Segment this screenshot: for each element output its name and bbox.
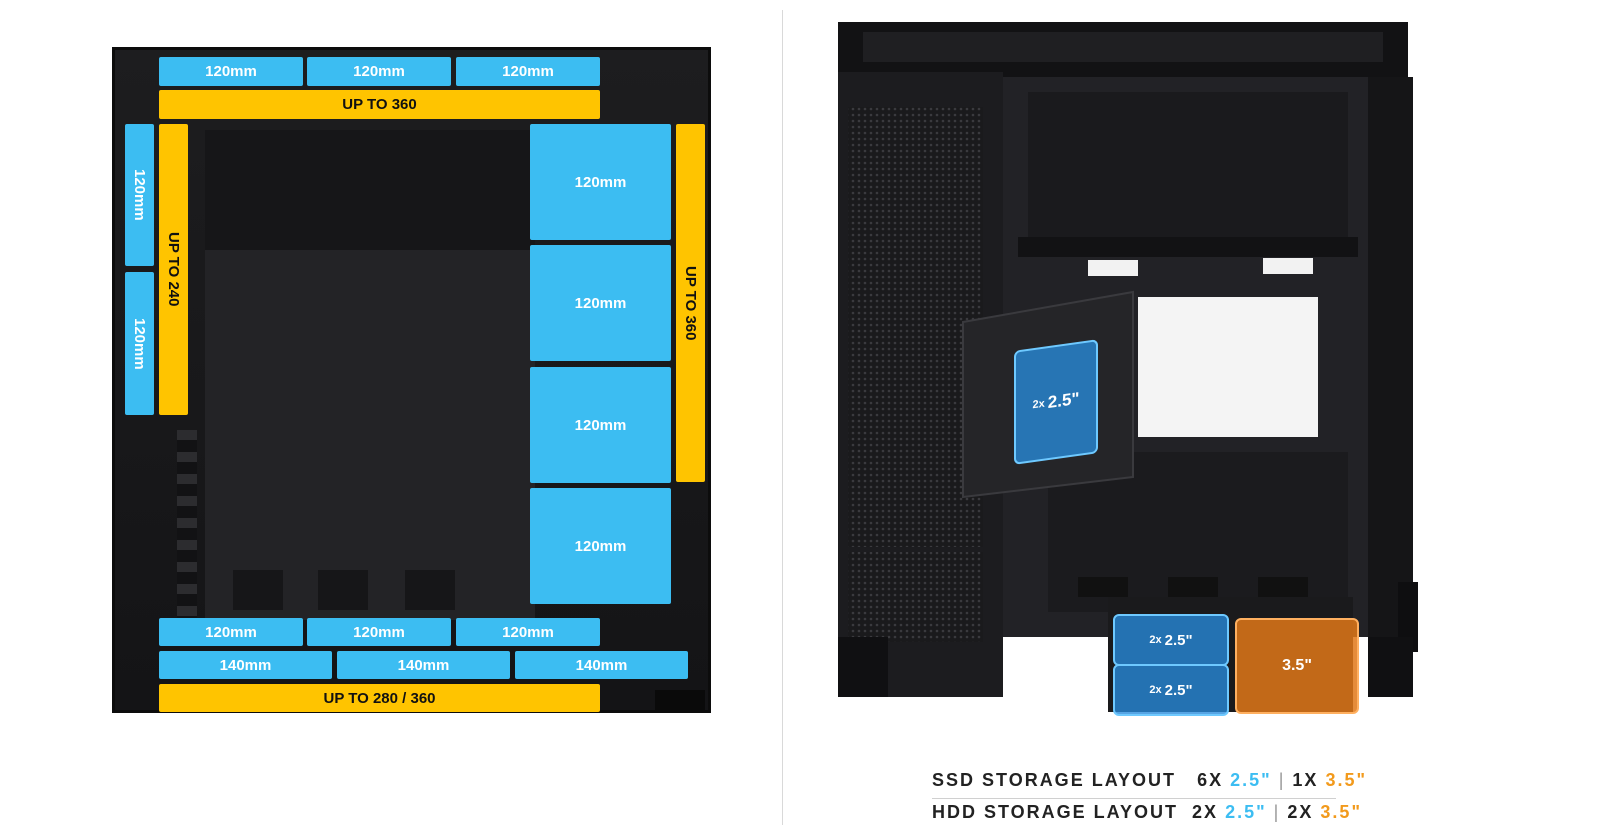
bottom-radiator-bar: UP TO 280 / 360: [159, 684, 600, 712]
bottom-fan-140-2: 140mm: [337, 651, 510, 679]
divider-line: [782, 10, 783, 825]
ssd-35-size: 3.5": [1325, 770, 1367, 790]
side-fan-1: 120mm: [530, 124, 671, 240]
top-fan-1: 120mm: [159, 57, 303, 86]
left-fan-1: 120mm: [125, 124, 154, 266]
hdd-storage-layout-row: HDD STORAGE LAYOUT 2X 2.5" | 2X 3.5": [932, 802, 1362, 823]
upper-cavity: [205, 130, 535, 250]
ssd-25-size: 2.5": [1230, 770, 1272, 790]
hdd-25-qty: 2X: [1192, 802, 1219, 822]
top-fan-2: 120mm: [307, 57, 451, 86]
hdd-35-qty: 2X: [1287, 802, 1314, 822]
separator: |: [1273, 802, 1281, 822]
hdd-25-size: 2.5": [1225, 802, 1267, 822]
case-storage-view: [813, 22, 1470, 722]
ssd-storage-layout-row: SSD STORAGE LAYOUT 6X 2.5" | 1X 3.5": [932, 770, 1367, 791]
cutout-3: [405, 570, 455, 610]
drive-2-size: 2.5": [1164, 681, 1193, 699]
bottom-fan-140-3: 140mm: [515, 651, 688, 679]
cable-grommet-strip: [177, 430, 197, 630]
ssd-25-qty: 6X: [1197, 770, 1224, 790]
drive-1-qty: 2x: [1149, 634, 1162, 646]
hdd-drive: 3.5": [1235, 618, 1359, 714]
drive-1-size: 2.5": [1164, 631, 1193, 649]
case-illustration: [813, 22, 1418, 722]
side-fan-3: 120mm: [530, 367, 671, 483]
bottom-fan-120-1: 120mm: [159, 618, 303, 646]
cutout-2: [318, 570, 368, 610]
drive-3-size: 3.5": [1282, 657, 1312, 674]
left-radiator-bar: UP TO 240: [159, 124, 188, 415]
top-fan-3: 120mm: [456, 57, 600, 86]
ssd-35-qty: 1X: [1292, 770, 1319, 790]
bottom-fan-140-1: 140mm: [159, 651, 332, 679]
case-foot: [655, 690, 705, 710]
ssd-drive-bottom: 2x 2.5": [1113, 664, 1229, 716]
mount-size: 2.5": [1047, 388, 1080, 413]
side-fan-4: 120mm: [530, 488, 671, 604]
swing-bracket-ssd-mount: 2x 2.5": [1014, 339, 1098, 465]
hdd-label: HDD STORAGE LAYOUT: [932, 802, 1179, 822]
ssd-drive-top: 2x 2.5": [1113, 614, 1229, 666]
cutout-1: [233, 570, 283, 610]
drive-2-qty: 2x: [1149, 684, 1162, 696]
left-fan-2: 120mm: [125, 272, 154, 415]
top-radiator-bar: UP TO 360: [159, 90, 600, 119]
hdd-35-size: 3.5": [1320, 802, 1362, 822]
ssd-label: SSD STORAGE LAYOUT: [932, 770, 1177, 790]
bottom-fan-120-3: 120mm: [456, 618, 600, 646]
mount-qty: 2x: [1032, 397, 1045, 412]
right-radiator-bar: UP TO 360: [676, 124, 705, 482]
separator: |: [1278, 770, 1286, 790]
side-fan-2: 120mm: [530, 245, 671, 361]
bottom-fan-120-2: 120mm: [307, 618, 451, 646]
legend-divider: [932, 798, 1336, 799]
